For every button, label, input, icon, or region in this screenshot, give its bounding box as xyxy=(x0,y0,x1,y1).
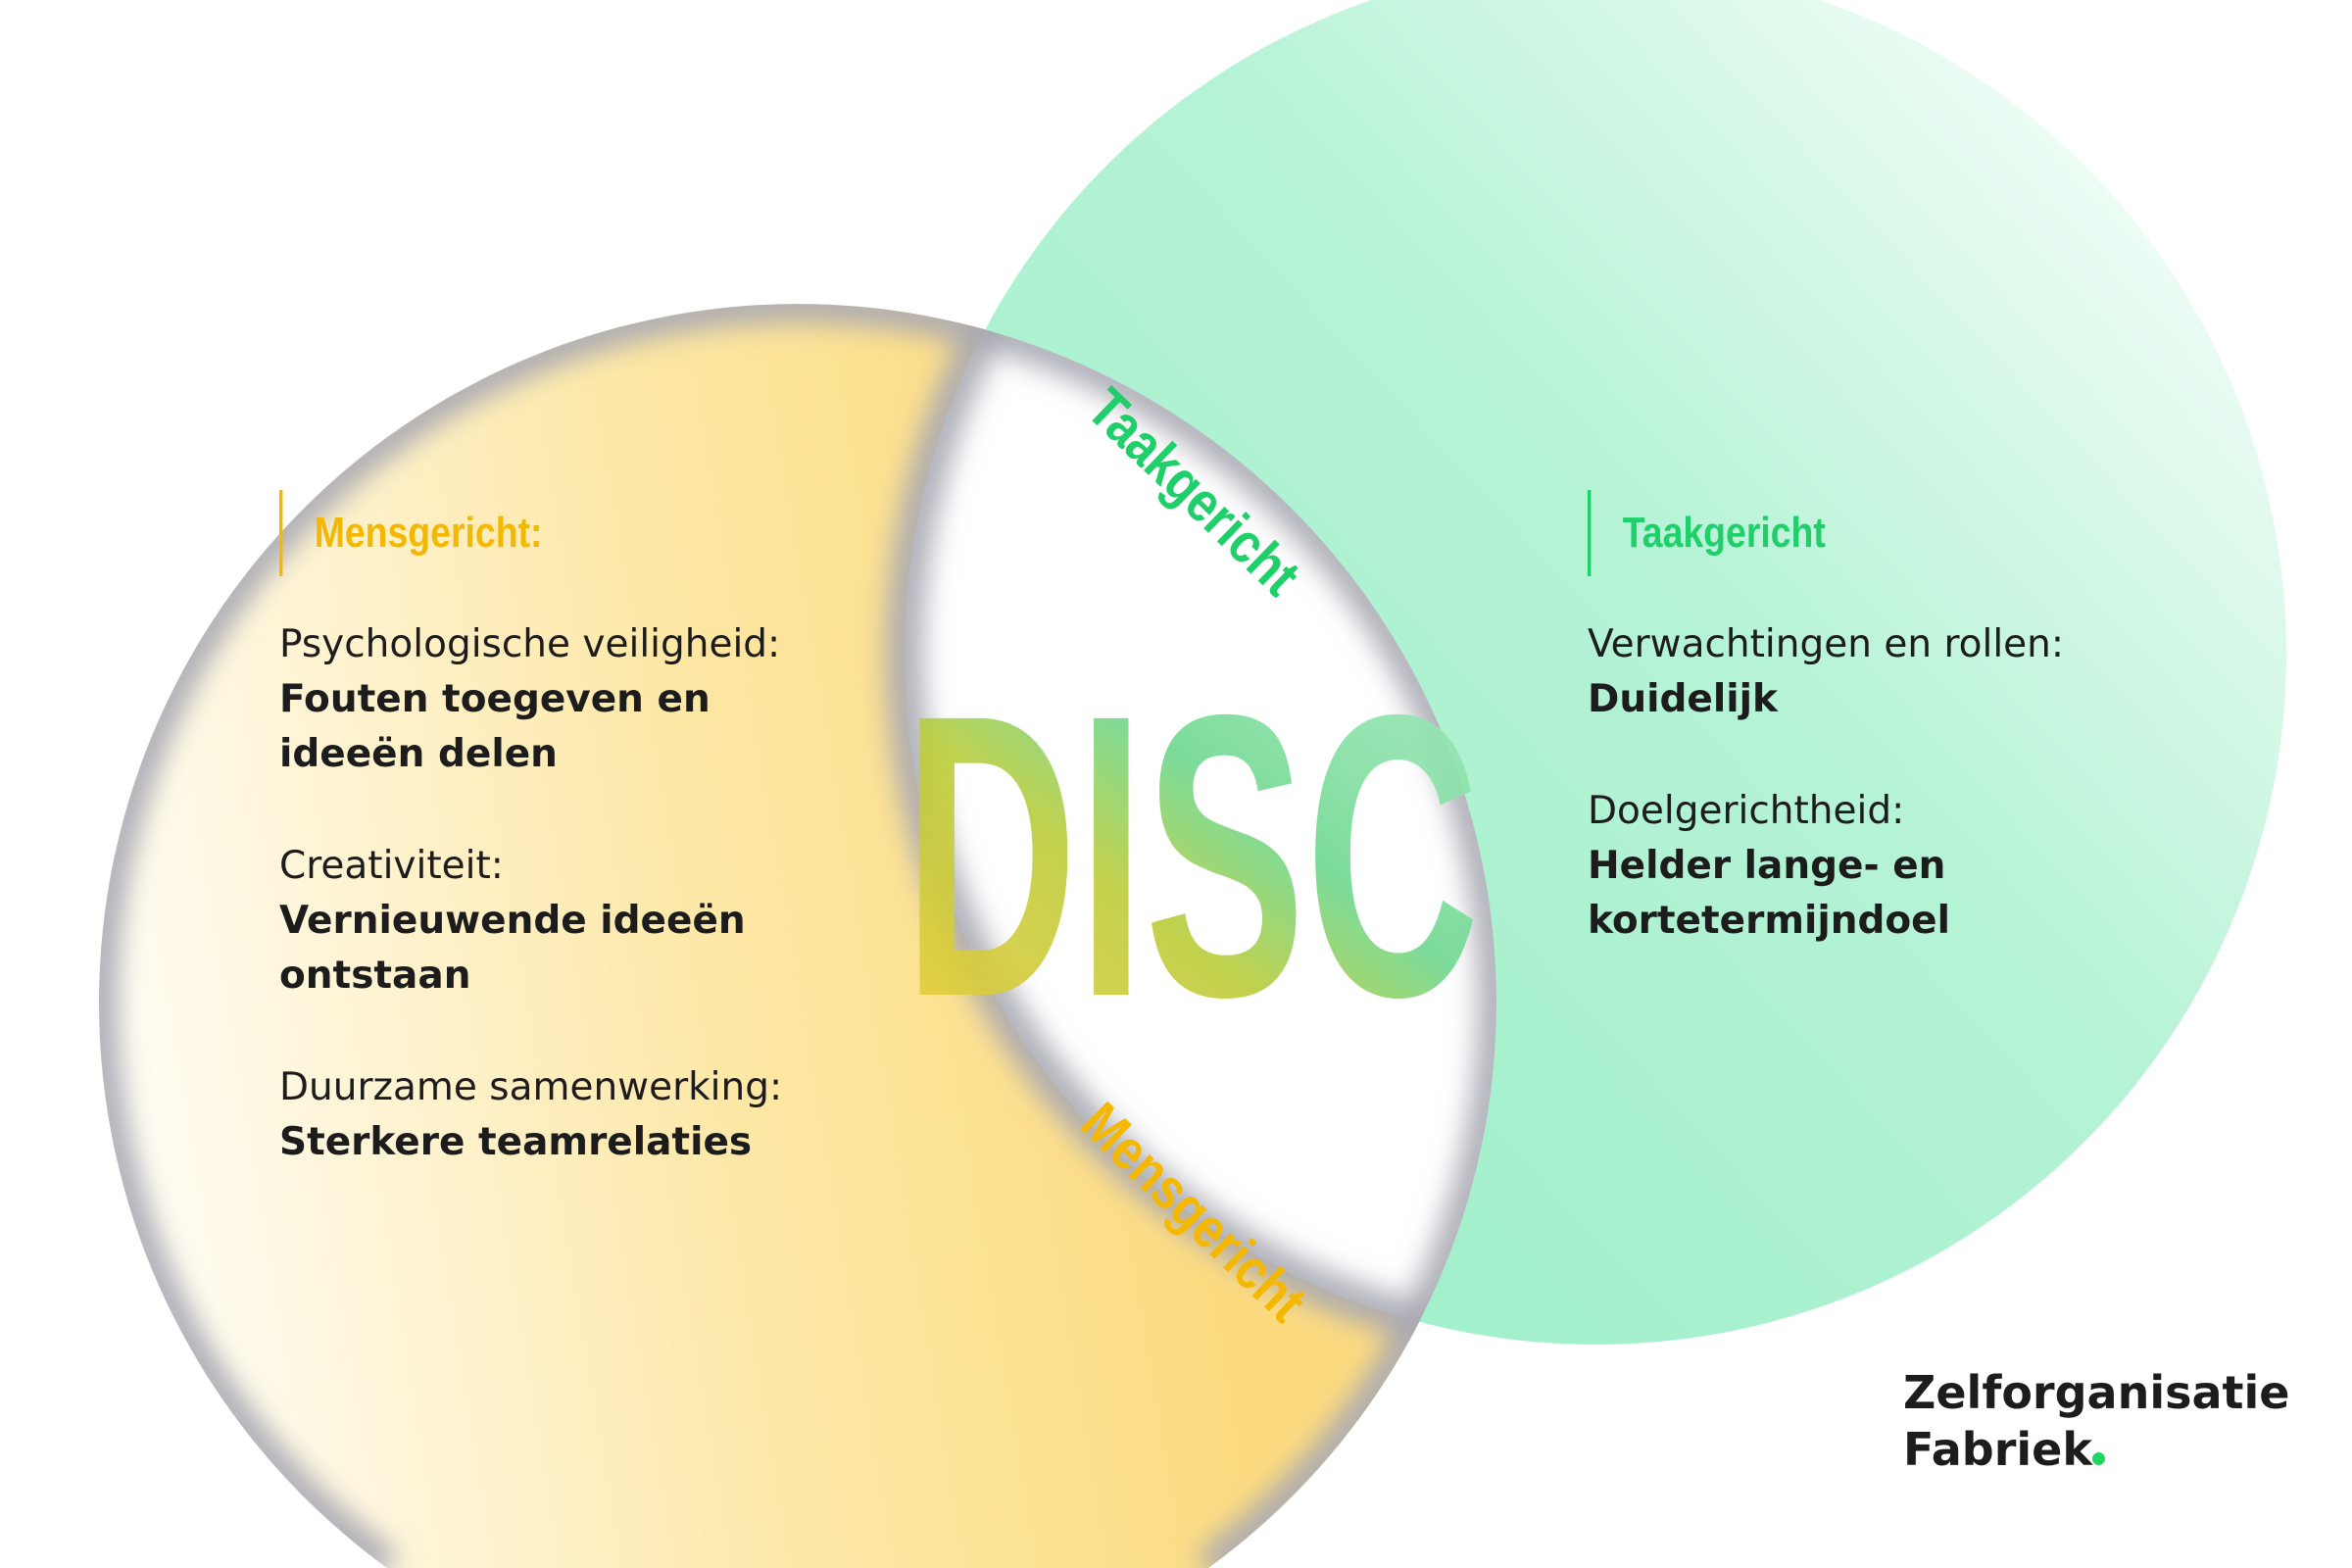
list-item: Duurzame samenwerking: Sterkere teamrela… xyxy=(279,1060,828,1170)
right-column: Taakgericht Verwachtingen en rollen: Dui… xyxy=(1588,490,2078,1005)
list-item: Verwachtingen en rollen: Duidelijk xyxy=(1588,617,2078,727)
list-item: Creativiteit: Vernieuwende ideeën ontsta… xyxy=(279,839,828,1004)
logo-line-1: Zelforganisatie xyxy=(1903,1366,2290,1419)
logo-dot-icon xyxy=(2091,1452,2105,1465)
item-label: Duurzame samenwerking: xyxy=(279,1065,783,1109)
brand-logo: Zelforganisatie Fabriek xyxy=(1903,1364,2289,1478)
left-column: Mensgericht: Psychologische veiligheid: … xyxy=(279,490,828,1227)
item-value: Duidelijk xyxy=(1588,677,1778,721)
left-heading: Mensgericht: xyxy=(279,490,746,576)
item-label: Psychologische veiligheid: xyxy=(279,622,781,666)
item-value: Sterkere teamrelaties xyxy=(279,1120,753,1164)
right-heading: Taakgericht xyxy=(1588,490,2004,576)
item-label: Doelgerichtheid: xyxy=(1588,789,1905,833)
item-value: Fouten toegeven en ideeën delen xyxy=(279,677,710,776)
item-label: Verwachtingen en rollen: xyxy=(1588,622,2065,666)
item-value: Helder lange- en kortetermijndoel xyxy=(1588,844,1951,943)
logo-line-2: Fabriek xyxy=(1903,1423,2092,1476)
item-label: Creativiteit: xyxy=(279,844,504,888)
list-item: Psychologische veiligheid: Fouten toegev… xyxy=(279,617,828,782)
list-item: Doelgerichtheid: Helder lange- en kortet… xyxy=(1588,784,2078,949)
item-value: Vernieuwende ideeën ontstaan xyxy=(279,899,746,998)
disc-word: DISC xyxy=(904,631,1480,1080)
